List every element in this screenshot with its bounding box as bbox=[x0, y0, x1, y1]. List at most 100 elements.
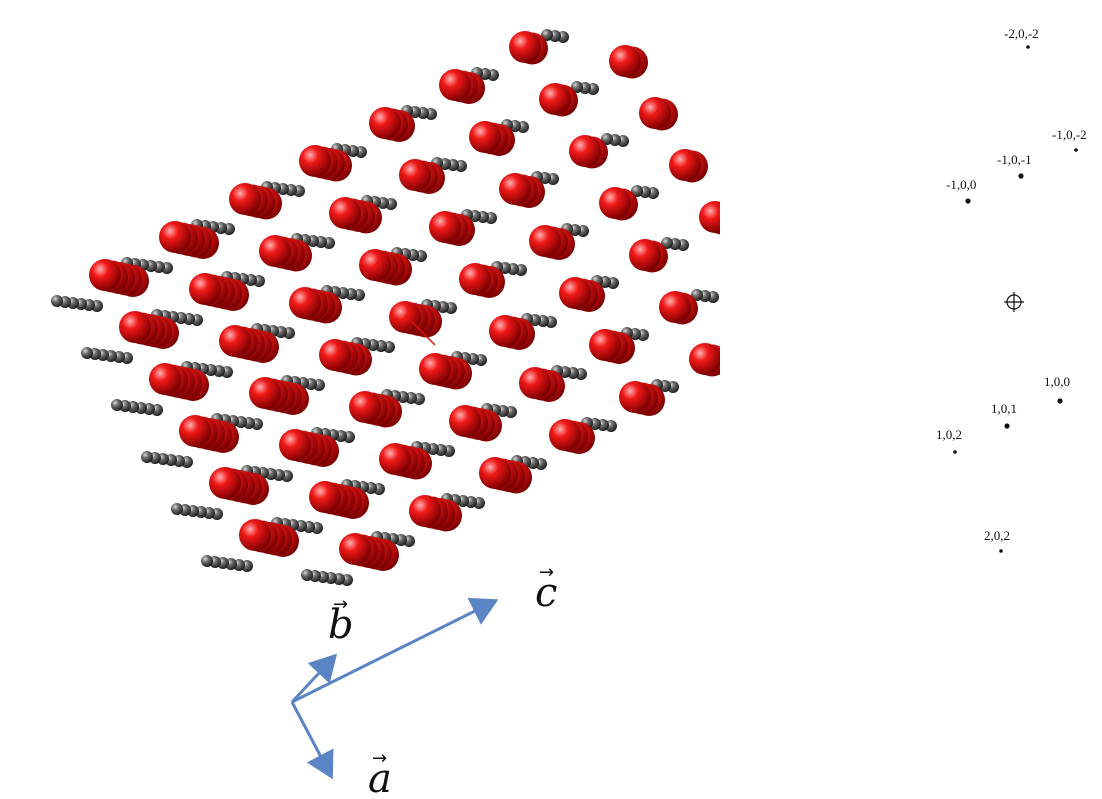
oxygen-atom-stack bbox=[559, 277, 605, 312]
oxygen-atom bbox=[89, 259, 121, 291]
carbon-atom-stack bbox=[401, 105, 437, 120]
oxygen-atom bbox=[289, 287, 321, 319]
oxygen-atom-stack bbox=[459, 263, 505, 298]
carbon-atom-stack bbox=[81, 347, 133, 364]
oxygen-atom bbox=[229, 183, 261, 215]
oxygen-atom-stack bbox=[479, 457, 532, 494]
oxygen-atom-stack bbox=[209, 467, 269, 505]
oxygen-atom-stack bbox=[239, 519, 299, 557]
oxygen-atom-stack bbox=[619, 381, 665, 416]
oxygen-atom-stack bbox=[549, 419, 595, 454]
oxygen-atom-stack bbox=[389, 301, 442, 338]
oxygen-atom bbox=[249, 377, 281, 409]
oxygen-atom bbox=[369, 107, 401, 139]
oxygen-atom bbox=[339, 533, 371, 565]
oxygen-atom bbox=[209, 467, 241, 499]
carbon-atom bbox=[171, 503, 183, 515]
oxygen-atom-stack bbox=[599, 187, 638, 221]
oxygen-atom-stack bbox=[149, 363, 209, 401]
oxygen-atom bbox=[329, 197, 361, 229]
oxygen-atom bbox=[189, 273, 221, 305]
reflection-spot: -1,0,-2 bbox=[1052, 127, 1087, 152]
carbon-atom-stack bbox=[691, 289, 719, 303]
oxygen-atom bbox=[459, 263, 491, 295]
reflection-spot: 1,0,2 bbox=[936, 427, 962, 454]
oxygen-atom bbox=[449, 405, 481, 437]
oxygen-atom bbox=[299, 145, 331, 177]
reflection-spot: -1,0,0 bbox=[946, 177, 976, 204]
reflection-label: -1,0,-2 bbox=[1052, 127, 1087, 142]
carbon-atom bbox=[111, 399, 123, 411]
oxygen-atom-stack bbox=[509, 31, 548, 65]
oxygen-atom bbox=[479, 457, 511, 489]
molecular-lattice bbox=[51, 29, 720, 586]
oxygen-atom-stack bbox=[689, 343, 720, 377]
oxygen-atom-stack bbox=[219, 325, 279, 363]
oxygen-atom bbox=[639, 97, 671, 129]
oxygen-atom bbox=[429, 211, 461, 243]
carbon-atom-stack bbox=[411, 441, 455, 457]
carbon-atom-stack bbox=[301, 569, 353, 586]
oxygen-atom bbox=[179, 415, 211, 447]
reflection-spot: -2,0,-2 bbox=[1004, 26, 1039, 49]
oxygen-atom-stack bbox=[359, 249, 412, 286]
oxygen-atom bbox=[549, 419, 581, 451]
axis-b-arrow bbox=[290, 653, 338, 704]
oxygen-atom bbox=[559, 277, 591, 309]
oxygen-atom bbox=[539, 83, 571, 115]
reflection-label: -2,0,-2 bbox=[1004, 26, 1039, 41]
oxygen-atom bbox=[399, 159, 431, 191]
crystal-axes: → b → c → a bbox=[290, 562, 557, 799]
oxygen-atom bbox=[349, 391, 381, 423]
carbon-atom bbox=[141, 451, 153, 463]
oxygen-atom bbox=[519, 367, 551, 399]
oxygen-atom-stack bbox=[449, 405, 502, 442]
oxygen-atom-stack bbox=[669, 149, 708, 183]
oxygen-atom-stack bbox=[439, 69, 485, 104]
oxygen-atom bbox=[659, 291, 691, 323]
oxygen-atom-stack bbox=[609, 45, 648, 79]
carbon-atom-stack bbox=[51, 295, 103, 312]
oxygen-atom bbox=[409, 495, 441, 527]
reflection-label: -1,0,0 bbox=[946, 177, 976, 192]
reflection-label: 1,0,0 bbox=[1044, 374, 1070, 389]
carbon-atom bbox=[201, 555, 213, 567]
oxygen-atom-stack bbox=[469, 121, 515, 156]
oxygen-atom-stack bbox=[119, 311, 179, 349]
oxygen-atom bbox=[149, 363, 181, 395]
oxygen-atom-stack bbox=[349, 391, 402, 428]
oxygen-atom bbox=[379, 443, 411, 475]
oxygen-atom bbox=[219, 325, 251, 357]
carbon-atom-stack bbox=[291, 233, 335, 249]
oxygen-atom bbox=[669, 149, 701, 181]
oxygen-atom bbox=[629, 239, 661, 271]
oxygen-atom-stack bbox=[89, 259, 149, 297]
oxygen-atom-stack bbox=[419, 353, 472, 390]
axis-a-label: a bbox=[368, 756, 392, 799]
oxygen-atom-stack bbox=[279, 429, 339, 467]
carbon-atom-stack bbox=[381, 389, 425, 405]
oxygen-atom bbox=[609, 45, 641, 77]
axis-a-label-group: → a bbox=[368, 748, 392, 799]
carbon-atom-stack bbox=[461, 209, 497, 224]
carbon-atom-stack bbox=[201, 555, 253, 572]
oxygen-atom-stack bbox=[289, 287, 342, 324]
oxygen-atom bbox=[569, 135, 601, 167]
oxygen-atom-stack bbox=[489, 315, 535, 350]
oxygen-atom-stack bbox=[659, 291, 698, 325]
axis-c-label: c bbox=[535, 570, 557, 616]
carbon-atom-stack bbox=[581, 417, 617, 432]
oxygen-atom-stack bbox=[379, 443, 432, 480]
reflection-spot: 1,0,0 bbox=[1044, 374, 1070, 404]
oxygen-atom-stack bbox=[529, 225, 575, 260]
oxygen-atom bbox=[419, 353, 451, 385]
oxygen-atom bbox=[159, 221, 191, 253]
diffraction-pattern: -2,0,-2 -1,0,-2 -1,0,-1 -1,0,0 1,0,0 1,0… bbox=[936, 26, 1087, 553]
oxygen-atom bbox=[309, 481, 341, 513]
vector-arrow-icon: → bbox=[372, 748, 387, 769]
oxygen-atom bbox=[239, 519, 271, 551]
oxygen-atom-stack bbox=[639, 97, 678, 131]
oxygen-atom bbox=[499, 173, 531, 205]
carbon-atom-stack bbox=[521, 313, 557, 328]
vector-arrow-icon: → bbox=[539, 562, 554, 583]
